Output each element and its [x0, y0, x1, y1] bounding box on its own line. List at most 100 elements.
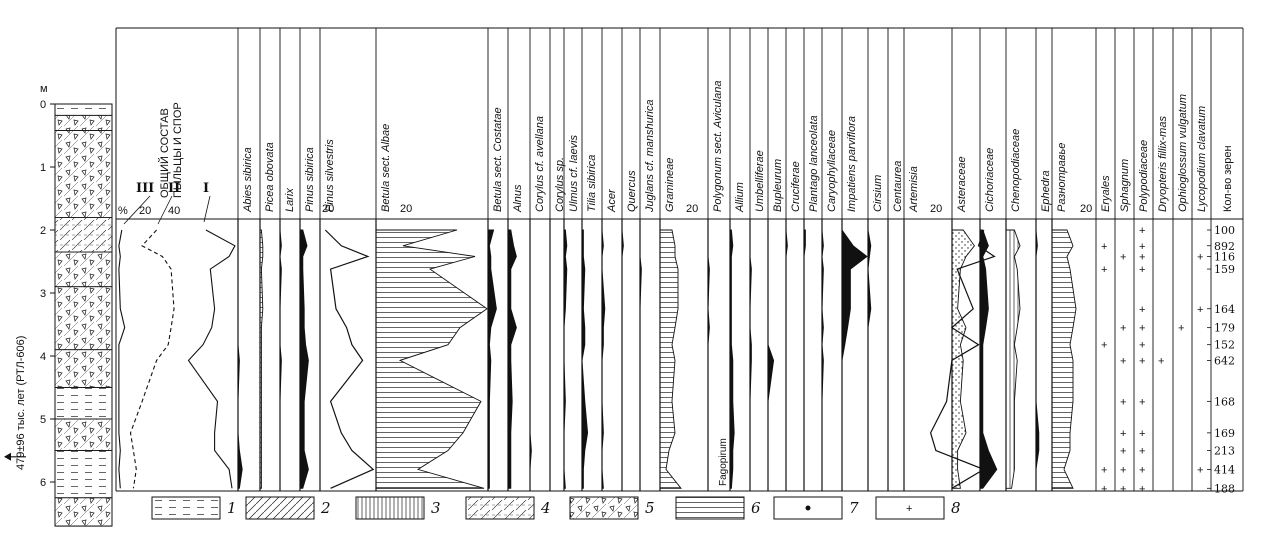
- general-title-line1: ОБЩИЙ СОСТАВ: [158, 108, 171, 198]
- group-label-II: II: [168, 181, 180, 196]
- legend-label-8: 8: [951, 499, 961, 517]
- legend-dot-symbol: [805, 505, 811, 511]
- lithology-frame: [54, 103, 113, 527]
- spore-name-5: Lycopodium clavatum: [1196, 106, 1208, 212]
- lithology-layer-11: [54, 497, 113, 527]
- spore-presence: +: [1101, 340, 1107, 352]
- legend-box-6: [675, 496, 745, 520]
- spore-presence: +: [1101, 264, 1107, 276]
- general-tick-label: 40: [168, 205, 180, 217]
- taxon-name-8: Corylus cf. avellana: [534, 116, 546, 212]
- taxon-name-30: Ephedra: [1040, 170, 1052, 212]
- taxon-profile-22: [821, 229, 824, 489]
- taxon-profile-29: [1005, 229, 1021, 489]
- count-value: 188: [1214, 482, 1235, 495]
- taxon-name-21: Plantago lanceolata: [808, 115, 820, 212]
- spore-presence: +: [1101, 464, 1107, 476]
- taxon-profile-28: [979, 229, 998, 489]
- taxon-name-7: Alnus: [512, 184, 524, 213]
- taxon-name-17: Allium: [734, 182, 746, 213]
- age-arrow-head: [4, 452, 11, 461]
- depth-tick-label: 4: [40, 351, 46, 363]
- count-value: 168: [1214, 395, 1235, 408]
- count-value: 169: [1214, 427, 1235, 440]
- taxon-curve-26: [929, 229, 996, 489]
- spore-presence: +: [1139, 323, 1145, 335]
- taxon-name-27: Asteraceae: [956, 156, 968, 213]
- spore-name-2: Polypodiaceae: [1138, 140, 1150, 212]
- depth-tick-label: 3: [40, 288, 46, 300]
- taxon-name-15: Gramineae: [664, 158, 676, 212]
- spore-presence: +: [1120, 396, 1126, 408]
- spore-presence: +: [1139, 340, 1145, 352]
- count-header: Кол-во зерен: [1222, 145, 1234, 212]
- count-value: 116: [1214, 250, 1235, 263]
- general-curve-I: [187, 229, 236, 489]
- pct-tick-label: 20: [930, 203, 942, 215]
- pct-tick-label: 20: [1080, 203, 1092, 215]
- lithology-layer-4: [54, 216, 113, 253]
- taxon-name-20: Cruciferae: [790, 161, 802, 212]
- taxon-profile-23: [841, 228, 868, 489]
- pct-tick-label: 20: [400, 203, 412, 215]
- spore-presence: +: [1197, 304, 1203, 316]
- spore-presence: +: [1139, 264, 1145, 276]
- general-curve-II: [129, 229, 175, 489]
- taxon-name-10: Ulmus cf. laevis: [568, 134, 580, 212]
- group-label-III: III: [136, 181, 154, 196]
- taxon-profile-7: [507, 229, 517, 489]
- pct-tick-label: 20: [686, 203, 698, 215]
- taxon-name-0: Abies sibirica: [242, 147, 254, 213]
- spore-presence: +: [1178, 323, 1184, 335]
- taxon-name-3: Pinus sibirica: [304, 147, 316, 212]
- taxon-profile-5: [375, 229, 488, 489]
- legend-label-4: 4: [540, 499, 551, 517]
- taxon-name-29: Chenopodiaceae: [1010, 129, 1022, 212]
- taxon-name-4: Pinus silvestris: [324, 139, 336, 212]
- taxon-name-26: Artemisia: [908, 166, 920, 213]
- spore-presence: +: [1120, 251, 1126, 263]
- taxon-profile-1: [259, 229, 264, 489]
- taxon-profile-20: [785, 229, 788, 489]
- spore-presence: +: [1120, 355, 1126, 367]
- taxon-name-5: Betula sect. Albae: [380, 124, 392, 212]
- legend-box-5: [569, 496, 639, 520]
- legend-label-6: 6: [751, 499, 761, 517]
- spore-presence: +: [1120, 428, 1126, 440]
- taxon-name-9: Corylus sp.: [554, 157, 566, 212]
- taxon-profile-17: [729, 229, 735, 489]
- lithology-layer-2: [54, 114, 113, 131]
- taxon-profile-27: [951, 229, 975, 489]
- lithology-layer-7: [54, 349, 113, 388]
- depth-tick-label: 5: [40, 414, 46, 426]
- lithology-layer-9: [54, 418, 113, 451]
- age-label: 479±96 тыс. лет (РТЛ-606): [15, 336, 27, 470]
- legend-label-1: 1: [227, 499, 237, 517]
- taxon-profile-16: [707, 230, 710, 489]
- taxon-name-22: Caryophyllaceae: [826, 130, 838, 212]
- depth-tick-label: 0: [40, 99, 46, 111]
- spore-presence: +: [1139, 304, 1145, 316]
- spore-presence: +: [1101, 241, 1107, 253]
- taxon-profile-24: [867, 229, 872, 489]
- spore-presence: +: [1120, 464, 1126, 476]
- taxon-profile-31: [1051, 229, 1077, 489]
- spore-name-0: Eryales: [1100, 175, 1112, 212]
- taxon-name-23: Impatiens parviflora: [846, 116, 858, 212]
- taxon-name-19: Bupleurum: [772, 159, 784, 212]
- taxon-name-13: Quercus: [626, 170, 638, 212]
- taxon-name-6: Betula sect. Costatae: [492, 107, 504, 212]
- taxon-name-31: Разнотравье: [1056, 143, 1068, 212]
- count-value: 179: [1214, 322, 1235, 335]
- pollen-panels: Fagopirum+++++++++++++++++++++++++++++++…: [118, 219, 1235, 495]
- count-value: 213: [1214, 445, 1235, 458]
- legend-label-5: 5: [645, 499, 655, 517]
- depth-unit: м: [40, 83, 48, 95]
- lithology-layer-10: [54, 450, 113, 499]
- legend-box-2: [245, 496, 315, 520]
- lithology-layer-5: [54, 251, 113, 288]
- legend-label-3: 3: [431, 499, 441, 517]
